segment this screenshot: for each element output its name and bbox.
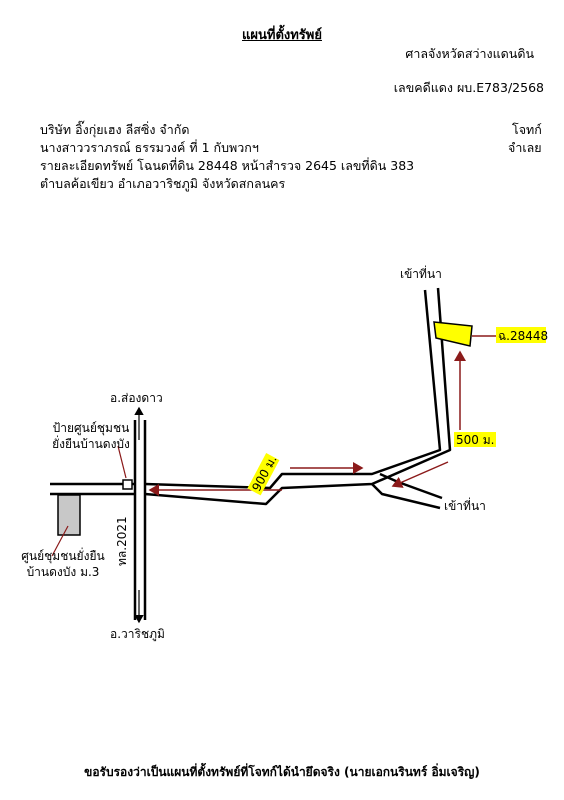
- distance-900-label: 900 ม.: [249, 453, 279, 494]
- parcel-label: ฉ.28448: [498, 329, 548, 343]
- parcel-28448: [433, 321, 473, 347]
- distance-900: 900 ม.: [247, 453, 280, 496]
- plaintiff-role: โจทก์: [512, 122, 542, 137]
- sign-label-line1: ป้ายศูนย์ชุมชน: [52, 421, 130, 435]
- defendant-name: นางสาววราภรณ์ ธรรมวงค์ ที่ 1 กับพวกฯ: [40, 140, 259, 155]
- sign-marker: [122, 479, 133, 490]
- community-center-building: [57, 494, 81, 536]
- sign-label-line2: ยั่งยืนบ้านดงบัง: [52, 437, 130, 451]
- center-pointer: [51, 525, 69, 557]
- page-title: แผนที่ตั้งทรัพย์: [242, 28, 322, 43]
- distance-500-label: 500 ม.: [456, 433, 494, 447]
- distance-500-bg: [454, 432, 496, 447]
- south-destination-label: อ.วาริชภูมิ: [110, 627, 165, 641]
- case-number: เลขคดีแดง ผบ.E783/2568: [393, 80, 544, 95]
- court-name: ศาลจังหวัดสว่างแดนดิน: [405, 46, 534, 61]
- parcel-label-bg: [496, 327, 546, 343]
- center-label-line1: ศูนย์ชุมชนยั่งยืน: [21, 549, 105, 563]
- plaintiff-name: บริษัท อิ๊งกุ่ยเฮง ลีสซิ่ง จำกัด: [40, 122, 190, 137]
- highway-2021: [133, 420, 147, 620]
- certification-text: ขอรับรองว่าเป็นแผนที่ตั้งทรัพย์ที่โจทก์ไ…: [84, 765, 480, 779]
- sign-pointer: [117, 445, 127, 479]
- to-field-right-label: เข้าที่นา: [444, 499, 486, 513]
- north-destination-label: อ.ส่องดาว: [110, 391, 163, 405]
- arrow-500-left: [391, 461, 449, 488]
- defendant-role: จำเลย: [508, 140, 542, 155]
- to-field-top-label: เข้าที่นา: [400, 267, 442, 281]
- property-location: ตำบลค้อเขียว อำเภอวาริชภูมิ จังหวัดสกลนค…: [40, 176, 286, 191]
- property-details: รายละเอียดทรัพย์ โฉนดที่ดิน 28448 หน้าสำ…: [40, 158, 415, 173]
- center-label-line2: บ้านดงบัง ม.3: [26, 565, 100, 579]
- sign-label: ป้ายศูนย์ชุมชน ยั่งยืนบ้านดงบัง: [36, 420, 146, 452]
- center-label: ศูนย์ชุมชนยั่งยืน บ้านดงบัง ม.3: [20, 548, 106, 580]
- road-number-label: ทล.2021: [115, 516, 129, 566]
